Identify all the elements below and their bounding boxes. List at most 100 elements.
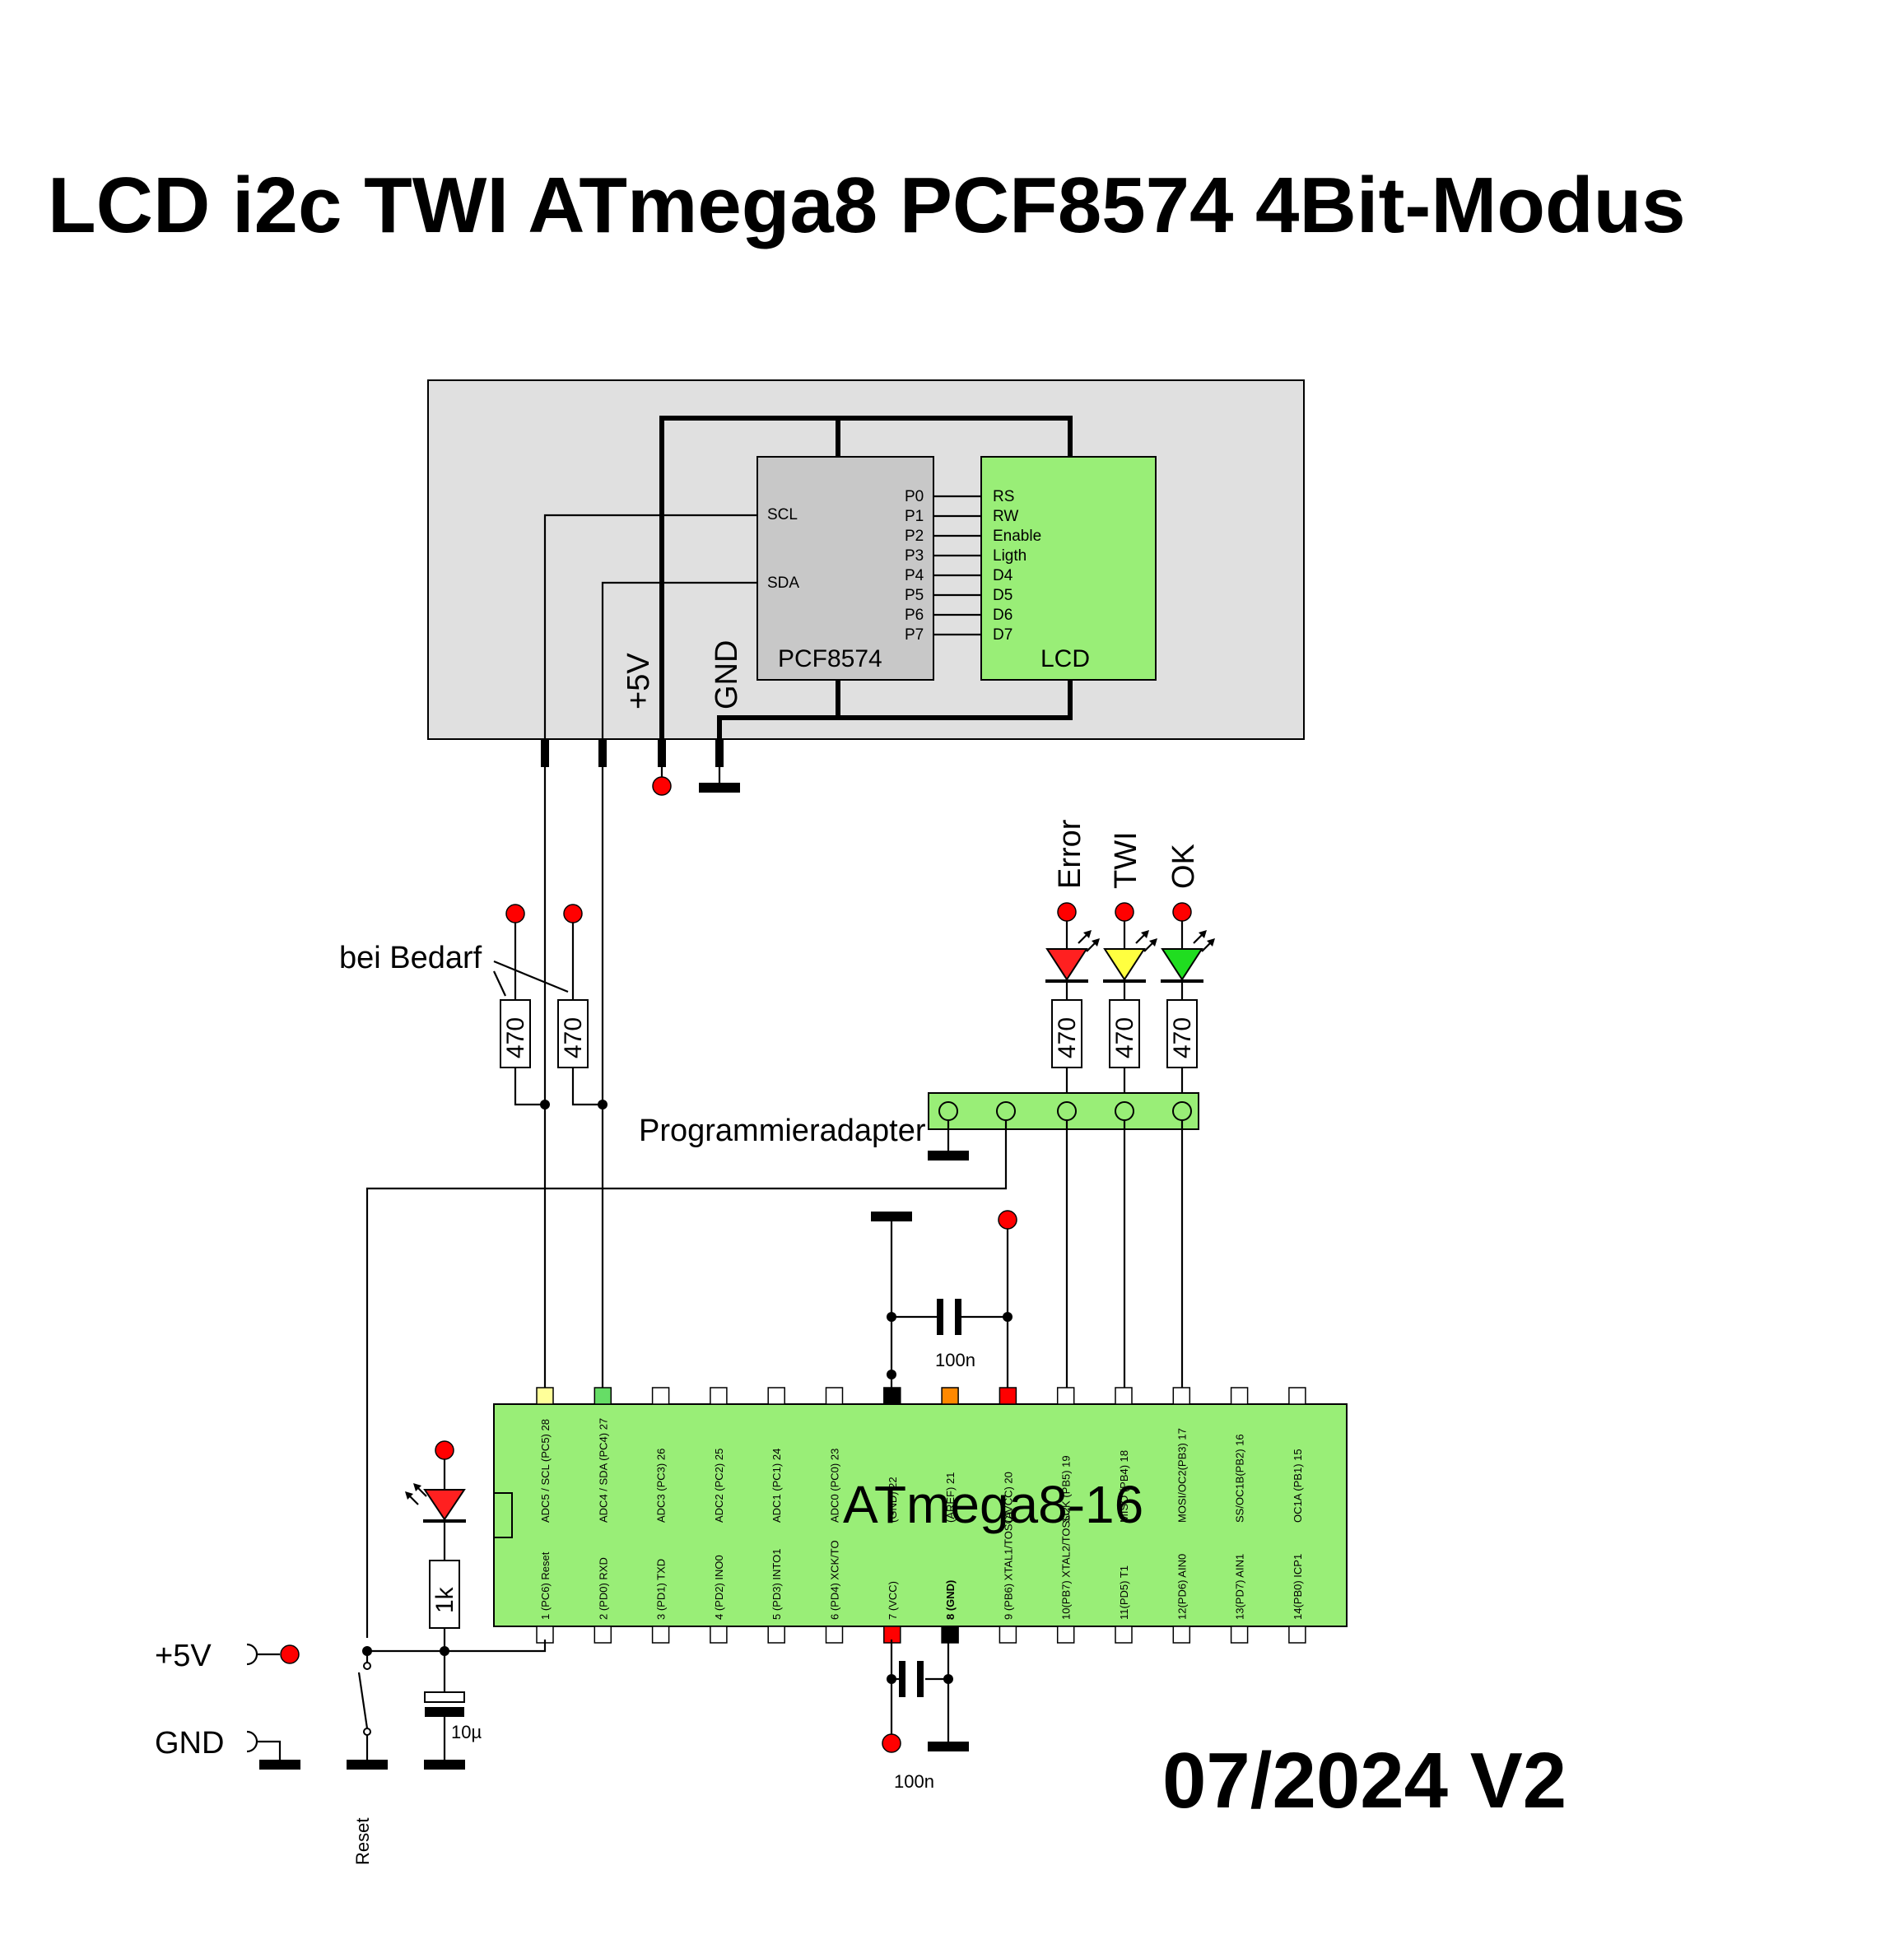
pcf-pin-p2: P2 bbox=[905, 528, 924, 545]
adapter-gnd-symbol bbox=[928, 1151, 969, 1161]
pcf-pin-p4: P4 bbox=[905, 567, 924, 584]
lcd-pin-d5: D5 bbox=[993, 587, 1013, 604]
pcf-pin-p5: P5 bbox=[905, 587, 924, 604]
mcu-bottom-pin bbox=[1172, 1626, 1191, 1644]
mcu-top-pin bbox=[941, 1387, 959, 1405]
lcd-pin-rw: RW bbox=[993, 508, 1018, 525]
mcu-top-pin-label: OC1A (PB1) 15 bbox=[1292, 1449, 1304, 1523]
pcf-pin-p7: P7 bbox=[905, 626, 924, 644]
mcu-top-pin-label: ADC3 (PC3) 26 bbox=[655, 1449, 668, 1523]
led-ok-vcc-dot bbox=[1172, 902, 1192, 922]
mcu-bottom-pin-label: 10(PB7) XTAL2/TOSC2 bbox=[1060, 1507, 1073, 1620]
reset-wire bbox=[365, 1120, 1008, 1638]
led-error-resistor bbox=[1051, 999, 1082, 1068]
mcu-bottom-pin-label: 8 (GND) bbox=[944, 1580, 957, 1620]
mcu-top-pin bbox=[999, 1387, 1017, 1405]
pullup-wire-1 bbox=[514, 1068, 545, 1106]
pullup-resistor-1 bbox=[500, 999, 531, 1068]
diagram-title: LCD i2c TWI ATmega8 PCF8574 4Bit-Modus bbox=[48, 161, 1686, 249]
led-twi bbox=[1103, 921, 1157, 1000]
supply-gnd-label: GND bbox=[155, 1726, 224, 1761]
mcu-bottom-pin-label: 14(PB0) ICP1 bbox=[1292, 1554, 1304, 1620]
reset-resistor bbox=[429, 1560, 460, 1629]
mcu-top-pin bbox=[536, 1387, 554, 1405]
mcu-top-pin bbox=[767, 1387, 785, 1405]
led-twi-vcc-dot bbox=[1115, 902, 1134, 922]
supply-vcc-label: +5V bbox=[155, 1639, 212, 1673]
chip-notch bbox=[493, 1492, 513, 1538]
reset-switch[interactable] bbox=[357, 1672, 369, 1729]
supply-vcc-dot bbox=[280, 1644, 300, 1664]
mcu-bottom-pin bbox=[710, 1626, 728, 1644]
mcu-bottom-pin-label: 11(PD5) T1 bbox=[1118, 1565, 1130, 1620]
led-label-twi: TWI bbox=[1109, 831, 1143, 889]
pullup-wire-2 bbox=[571, 1068, 603, 1106]
mcu-bottom-pin-label: 7 (VCC) bbox=[887, 1581, 899, 1620]
mcu-top-pin-label: SCK (PB5) 19 bbox=[1060, 1455, 1073, 1523]
mcu-top-pin-label: (GND) 22 bbox=[887, 1477, 899, 1523]
mcu-name: ATmega8-16 bbox=[843, 1475, 1143, 1534]
pullup-value-2: 470 bbox=[560, 1017, 587, 1058]
lcd-label: LCD bbox=[1040, 645, 1090, 672]
reset-resistor-value: 1k bbox=[431, 1586, 459, 1613]
led-label-ok: OK bbox=[1166, 844, 1201, 889]
vcc-pin-dot bbox=[882, 1733, 901, 1753]
pullup-vcc-dot-2 bbox=[563, 904, 583, 923]
mcu-bottom-pin bbox=[1230, 1626, 1249, 1644]
module-pin-scl bbox=[541, 739, 549, 767]
module-gnd-line bbox=[717, 680, 1073, 741]
mcu-top-pin bbox=[651, 1387, 670, 1405]
bottom-cap-plate-1 bbox=[899, 1661, 905, 1697]
reset-pin-wire bbox=[367, 1640, 547, 1653]
led-error bbox=[1045, 921, 1100, 1000]
led-ok bbox=[1161, 921, 1215, 1000]
led-ok-resistor bbox=[1166, 999, 1198, 1068]
reset-cap-gnd-symbol bbox=[424, 1760, 465, 1770]
bottom-cap-value: 100n bbox=[894, 1771, 934, 1792]
mcu-top-pin-label: (AREF) 21 bbox=[944, 1472, 957, 1523]
pullup-note-leader-1 bbox=[493, 970, 506, 997]
mcu-bottom-pin bbox=[941, 1626, 959, 1644]
mcu-bottom-pin bbox=[825, 1626, 844, 1644]
reset-led bbox=[423, 1489, 466, 1521]
mcu-top-pin-label: MOSI/OC2(PB3) 17 bbox=[1175, 1428, 1188, 1523]
reset-switch-gnd-symbol bbox=[347, 1760, 388, 1770]
pullup-note: bei Bedarf bbox=[339, 941, 482, 975]
mcu-top-pin-label: ADC1 (PC1) 24 bbox=[770, 1449, 783, 1523]
module-vcc-label: +5V bbox=[621, 653, 656, 709]
mcu-bottom-pin-label: 6 (PD4) XCK/TO bbox=[829, 1540, 841, 1620]
led-error-resistor-value: 470 bbox=[1054, 1017, 1081, 1058]
pcf-pin-p1: P1 bbox=[905, 508, 924, 525]
mcu-bottom-pin bbox=[594, 1626, 612, 1644]
mcu-bottom-pin-label: 9 (PB6) XTAL1/TOSC1 bbox=[1002, 1510, 1014, 1620]
mcu-bottom-pin-label: 5 (PD3) INTO1 bbox=[770, 1549, 783, 1620]
mcu-bottom-pin bbox=[767, 1626, 785, 1644]
mcu-bottom-pin-label: 3 (PD1) TXD bbox=[655, 1559, 668, 1620]
mcu-top-pin-label: ADC0 (PC0) 23 bbox=[829, 1449, 841, 1523]
top-cap-gnd-symbol bbox=[871, 1212, 912, 1221]
reset-cap-plate-2 bbox=[425, 1707, 464, 1717]
led-ok-resistor-value: 470 bbox=[1169, 1017, 1196, 1058]
pcf-pin-p3: P3 bbox=[905, 547, 924, 565]
mcu-bottom-pin bbox=[1115, 1626, 1133, 1644]
led-label-error: Error bbox=[1053, 819, 1087, 889]
scl-wire-module bbox=[543, 514, 757, 741]
mcu-top-pin-label: ADC4 / SDA (PC4) 27 bbox=[597, 1418, 609, 1523]
supply-gnd-terminal bbox=[246, 1730, 258, 1753]
lcd-pin-enable: Enable bbox=[993, 528, 1041, 545]
top-cap-value: 100n bbox=[935, 1350, 975, 1370]
pullup-value-1: 470 bbox=[502, 1017, 529, 1058]
pcf-pin-p0: P0 bbox=[905, 488, 924, 505]
bottom-cap-plate-2 bbox=[917, 1661, 924, 1697]
reset-cap-plate-1 bbox=[424, 1691, 465, 1703]
mcu-bottom-pin-label: 2 (PD0) RXD bbox=[597, 1557, 609, 1620]
mcu-top-pin-label: ADC2 (PC2) 25 bbox=[713, 1449, 725, 1523]
mcu-bottom-pin-label: 4 (PD2) INO0 bbox=[713, 1555, 725, 1620]
adapter-label: Programmieradapter bbox=[639, 1114, 926, 1148]
module-pin-sda bbox=[598, 739, 607, 767]
mcu-bottom-pin-label: 13(PD7) AIN1 bbox=[1234, 1554, 1246, 1620]
module-pin-vcc bbox=[658, 739, 666, 767]
programming-adapter bbox=[928, 1092, 1199, 1130]
